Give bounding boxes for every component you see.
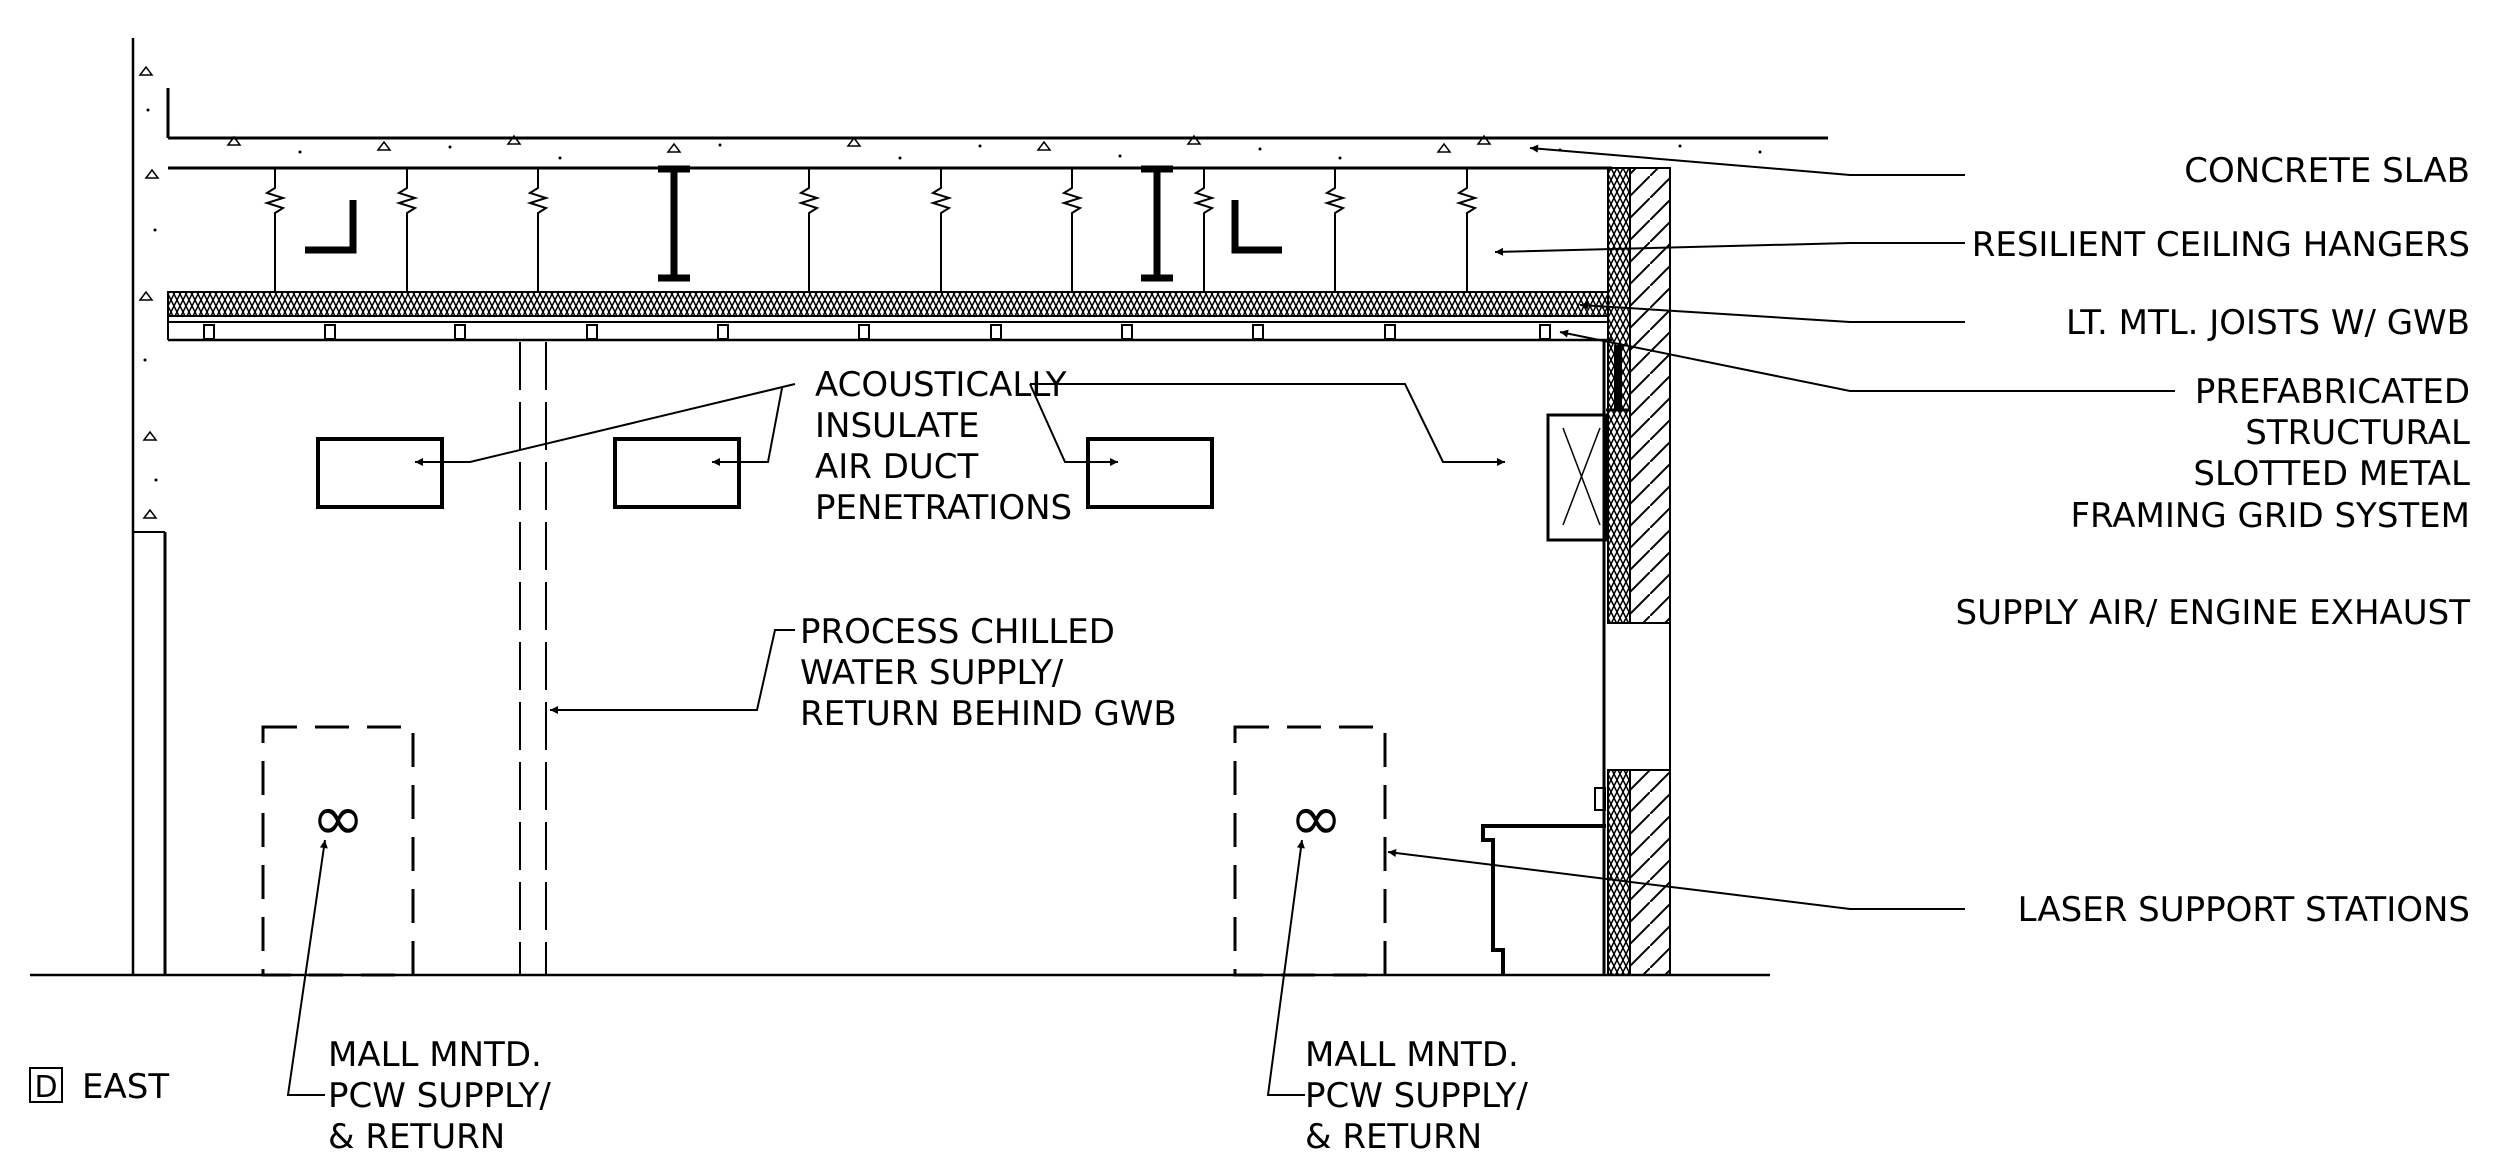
view-letter: D bbox=[34, 1070, 57, 1105]
metal-joists bbox=[167, 316, 1612, 342]
pcw-fixture-left-icon: ∞ bbox=[311, 782, 364, 856]
resilient-hangers bbox=[263, 168, 1479, 292]
air-ducts bbox=[316, 437, 1214, 509]
label-acoustic-4: PENETRATIONS bbox=[815, 488, 1072, 528]
angle-brackets bbox=[305, 200, 1282, 254]
label-pcw-left-3: & RETURN bbox=[328, 1117, 505, 1157]
label-grid-system-4: FRAMING GRID SYSTEM bbox=[2070, 496, 2470, 536]
label-acoustic-1: ACOUSTICALLY bbox=[815, 365, 1067, 405]
view-title: D EAST bbox=[29, 1067, 169, 1107]
label-grid-system-3: SLOTTED METAL bbox=[2193, 454, 2470, 494]
label-pcw-right-3: & RETURN bbox=[1305, 1117, 1482, 1157]
label-grid-system-1: PREFABRICATED bbox=[2195, 372, 2470, 412]
leader-joists bbox=[1579, 301, 1965, 323]
leader-duct-2 bbox=[712, 387, 783, 466]
concrete-slab bbox=[166, 88, 1828, 170]
leader-resilient-hangers bbox=[1494, 242, 1965, 256]
slab-aggregate bbox=[226, 134, 1492, 153]
view-direction: EAST bbox=[82, 1067, 169, 1107]
leader-pcw-left bbox=[286, 839, 328, 1096]
label-acoustic-2: INSULATE bbox=[815, 406, 980, 446]
label-acoustic-3: AIR DUCT bbox=[815, 447, 979, 487]
slab-specks bbox=[298, 143, 1762, 160]
pcw-fixture-right-icon: ∞ bbox=[1289, 782, 1342, 856]
label-laser-support: LASER SUPPORT STATIONS bbox=[2018, 890, 2470, 930]
steel-beams bbox=[658, 165, 1173, 282]
label-chilled-2: WATER SUPPLY/ bbox=[800, 653, 1064, 693]
ceiling-insulation bbox=[167, 291, 1609, 317]
leader-duct-1 bbox=[415, 383, 796, 466]
label-chilled-1: PROCESS CHILLED bbox=[800, 612, 1115, 652]
label-pcw-right-1: MALL MNTD. bbox=[1305, 1035, 1519, 1075]
label-joists: LT. MTL. JOISTS W/ GWB bbox=[2066, 303, 2470, 343]
laser-support-bracket bbox=[1481, 787, 1606, 975]
leader-chilled-water bbox=[550, 629, 795, 714]
leader-grid-system bbox=[1559, 329, 2175, 392]
label-supply-air: SUPPLY AIR/ ENGINE EXHAUST bbox=[1956, 593, 2471, 633]
view-letter-box bbox=[29, 1067, 63, 1103]
leader-lines bbox=[286, 144, 2175, 1096]
label-grid-system-2: STRUCTURAL bbox=[2245, 413, 2470, 453]
pcw-pipes bbox=[519, 342, 547, 975]
right-wall bbox=[1602, 167, 1671, 976]
supply-air-box bbox=[1546, 413, 1608, 542]
leader-pcw-right bbox=[1266, 839, 1305, 1096]
leader-laser-support bbox=[1387, 849, 1965, 910]
label-pcw-right-2: PCW SUPPLY/ bbox=[1305, 1076, 1528, 1116]
label-chilled-3: RETURN BEHIND GWB bbox=[800, 694, 1177, 734]
left-column bbox=[131, 38, 167, 975]
label-resilient-hangers: RESILIENT CEILING HANGERS bbox=[1972, 225, 2470, 265]
label-pcw-left-2: PCW SUPPLY/ bbox=[328, 1076, 551, 1116]
label-concrete-slab: CONCRETE SLAB bbox=[2184, 151, 2470, 191]
label-pcw-left-1: MALL MNTD. bbox=[328, 1035, 542, 1075]
leader-duct-3 bbox=[1029, 383, 1118, 466]
leader-concrete-slab bbox=[1529, 144, 1965, 176]
leader-duct-4 bbox=[1030, 383, 1505, 466]
